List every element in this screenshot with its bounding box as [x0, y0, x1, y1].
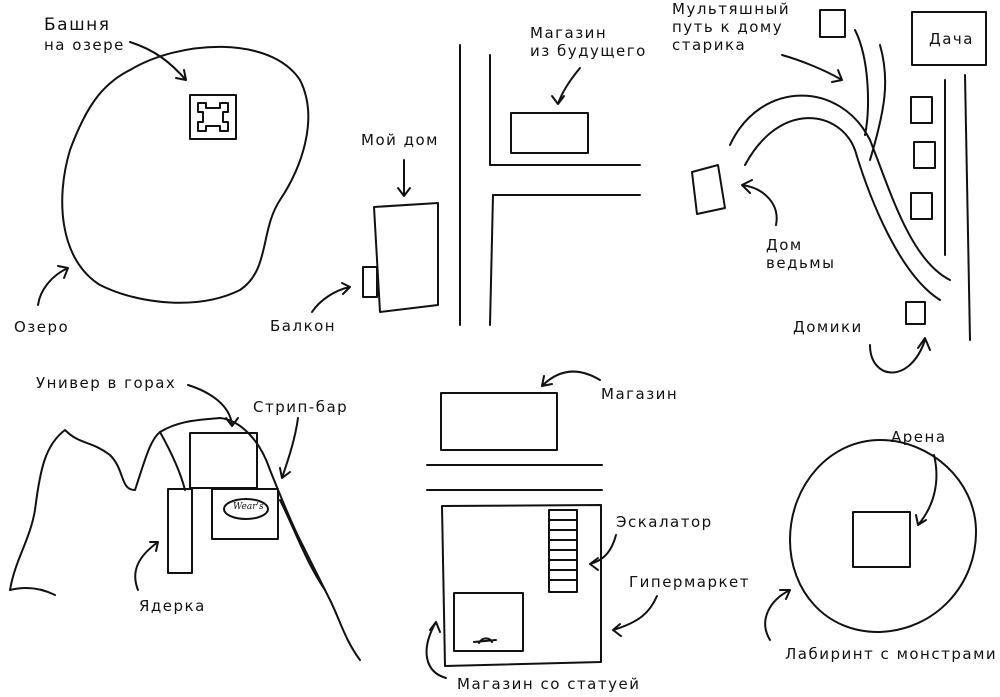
road-line — [964, 74, 971, 341]
houses-label: Домики — [793, 318, 863, 336]
hypermarket-building — [441, 504, 602, 667]
arena-arrow — [915, 454, 938, 526]
arena-center — [852, 511, 911, 568]
statue-shop — [453, 592, 524, 652]
shop-arrow — [541, 370, 601, 387]
lake-arrow — [37, 265, 69, 306]
my-house-label: Мой дом — [361, 131, 439, 149]
mountain-outline — [279, 499, 326, 591]
house-small — [913, 141, 936, 169]
future-shop-arrow — [551, 67, 581, 105]
shop-building — [440, 392, 558, 451]
dacha-label: Дача — [929, 30, 974, 48]
mountain-outline — [9, 586, 56, 596]
statue-shop-arrow — [425, 621, 447, 679]
university-arrow — [187, 384, 239, 427]
old-man-house — [819, 9, 846, 38]
future-shop-building — [510, 112, 589, 154]
dacha-building — [911, 11, 987, 66]
escalator-arrow — [589, 534, 617, 571]
escalator-steps — [548, 519, 578, 581]
mountain-uni-label: Универ в горах — [36, 374, 177, 392]
witch-house-arrow — [741, 179, 778, 226]
road-line — [854, 29, 869, 136]
strip-bar-building — [211, 488, 279, 540]
tower-arrow — [129, 41, 187, 81]
houses-arrow — [869, 337, 931, 374]
my-house-arrow — [397, 159, 411, 197]
hypermarket-label: Гипермаркет — [629, 573, 751, 591]
escalator-label: Эскалатор — [616, 513, 713, 531]
curved-road — [744, 117, 941, 301]
house-small — [910, 192, 933, 220]
cartoon-path-label: Мультяшный путь к дому старика — [672, 0, 791, 54]
strip-bar-arrow — [279, 417, 299, 479]
lake-label: Озеро — [14, 318, 70, 336]
statue-icon — [473, 637, 497, 644]
statue-shop-label: Магазин со статуей — [457, 675, 641, 693]
witch-house-label: Дом ведьмы — [766, 236, 836, 272]
my-house-building — [373, 202, 439, 313]
street-line — [489, 54, 641, 166]
house-small — [905, 301, 926, 325]
curved-road — [729, 94, 951, 281]
tower-icon — [189, 94, 237, 140]
witch-house — [691, 164, 726, 215]
house-small — [910, 96, 933, 124]
tower-label: Башня на озере — [44, 15, 125, 54]
nuclear-plant — [167, 488, 193, 574]
balcony-label: Балкон — [270, 317, 337, 335]
strip-bar-sign — [223, 498, 269, 520]
arena-outline — [789, 439, 978, 634]
balcony — [362, 266, 378, 298]
arena-label: Арена — [891, 428, 947, 446]
labyrinth-arrow — [764, 589, 791, 641]
balcony-arrow — [311, 282, 351, 313]
strip-bar-label: Стрип-бар — [253, 398, 349, 416]
cartoon-path-arrow — [781, 54, 843, 83]
nuclear-label: Ядерка — [139, 597, 206, 615]
shop-label: Магазин — [601, 385, 679, 403]
future-shop-label: Магазин из будущего — [530, 24, 647, 60]
university-building — [189, 432, 258, 489]
lake-outline — [61, 45, 310, 304]
strip-bar-logo: Wear's — [233, 502, 264, 512]
street-line — [489, 194, 641, 326]
mountain-outline — [159, 431, 186, 491]
mountain-outline — [9, 417, 361, 661]
nuclear-arrow — [134, 541, 159, 591]
hypermarket-arrow — [612, 595, 658, 637]
labyrinth-label: Лабиринт с монстрами — [785, 645, 998, 663]
road-line — [869, 44, 887, 161]
